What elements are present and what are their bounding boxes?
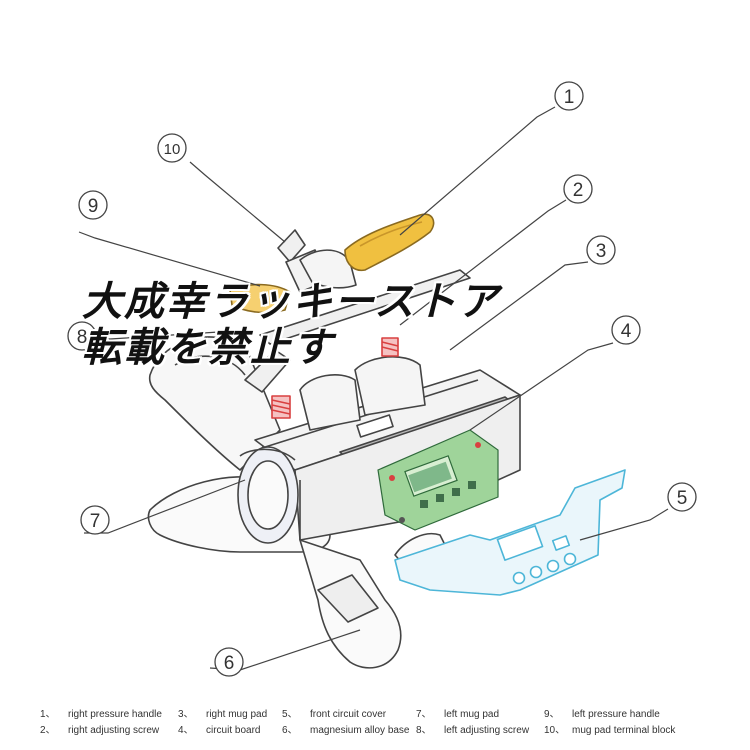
legend-item-2: 2、right adjusting screw	[40, 725, 160, 736]
front-circuit-cover	[394, 469, 626, 596]
callout-1: 1	[554, 81, 584, 111]
callout-6: 6	[214, 647, 244, 677]
legend-item-9: 9、left pressure handle	[544, 709, 660, 720]
svg-text:10: 10	[164, 141, 181, 158]
legend-item-3: 3、right mug pad	[178, 709, 268, 720]
callout-7: 7	[80, 505, 110, 535]
callout-4: 4	[611, 315, 641, 345]
svg-text:6: 6	[224, 653, 235, 674]
legend-item-7: 7、left mug pad	[416, 709, 500, 720]
svg-text:8: 8	[77, 327, 88, 348]
callout-9: 9	[78, 190, 108, 220]
svg-text:4: 4	[621, 321, 632, 342]
circuit-board	[377, 429, 499, 531]
svg-text:7: 7	[90, 511, 101, 532]
legend-item-8: 8、left adjusting screw	[416, 725, 530, 736]
callout-5: 5	[667, 482, 697, 512]
svg-text:3: 3	[596, 241, 607, 262]
svg-text:1: 1	[564, 87, 575, 108]
legend-item-10: 10、mug pad terminal block	[544, 725, 676, 736]
legend-item-1: 1、right pressure handle	[40, 709, 162, 720]
callout-10: 10	[157, 133, 187, 163]
callout-3: 3	[586, 235, 616, 265]
legend-item-4: 4、circuit board	[178, 725, 261, 736]
callout-8: 8	[67, 321, 97, 351]
press-frame	[148, 269, 521, 544]
callout-2: 2	[563, 174, 593, 204]
svg-text:5: 5	[677, 488, 688, 509]
handle-assembly	[229, 213, 435, 419]
svg-text:2: 2	[573, 180, 584, 201]
parts-legend: 1、right pressure handle 2、right adjustin…	[40, 705, 740, 737]
legend-item-5: 5、front circuit cover	[282, 709, 387, 720]
svg-text:9: 9	[88, 196, 99, 217]
legend-item-6: 6、magnesium alloy base	[282, 725, 410, 736]
